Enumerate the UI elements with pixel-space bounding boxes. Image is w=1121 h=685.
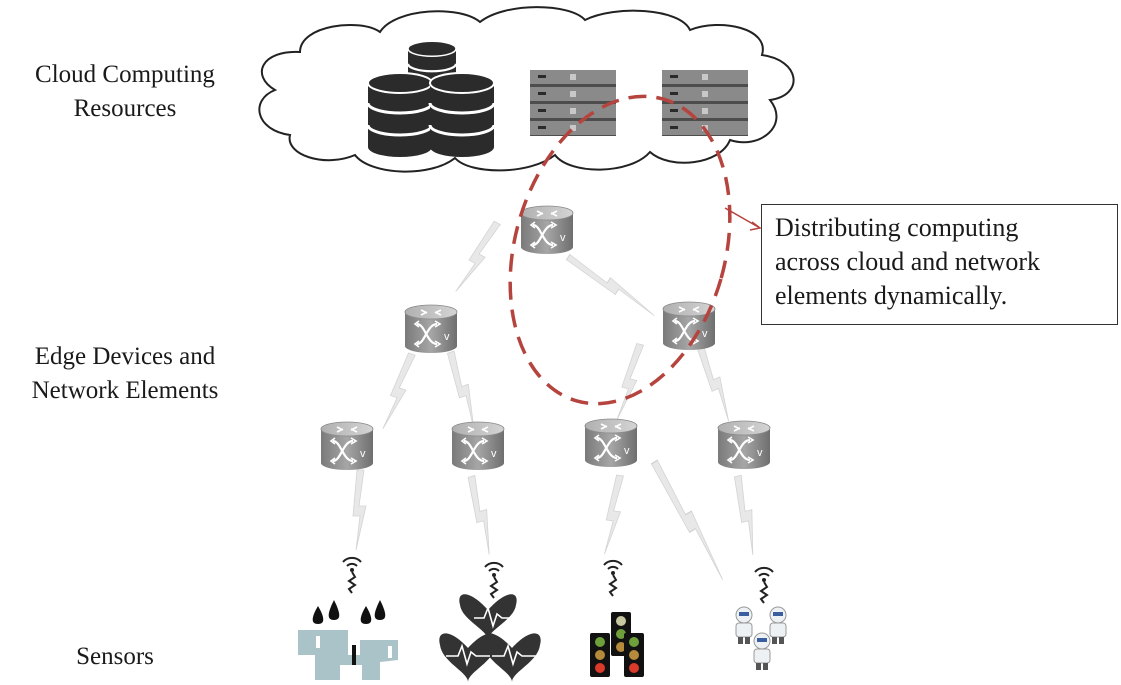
robot-sensor-icon xyxy=(735,606,787,670)
server-rack-icon xyxy=(662,70,748,136)
callout-pointer xyxy=(724,207,761,229)
cloud-label-line-1: Cloud Computing xyxy=(35,61,215,88)
cloud-label-line-2: Resources xyxy=(73,95,177,122)
router-icon xyxy=(716,419,772,471)
router-icon xyxy=(450,420,506,472)
callout-box: Distributing computing across cloud and … xyxy=(761,204,1118,325)
callout-line-1: Distributing computing xyxy=(775,213,1019,242)
heart-monitor-sensor-icon xyxy=(439,594,541,682)
wireless-signal-icon xyxy=(484,561,504,599)
wireless-signal-icon xyxy=(342,556,362,594)
edge-devices-label: Edge Devices and Network Elements xyxy=(0,340,250,408)
router-icon xyxy=(519,204,575,256)
edge-label-line-2: Network Elements xyxy=(31,377,219,404)
sensors-label: Sensors xyxy=(76,643,154,670)
cloud-computing-resources-label: Cloud Computing Resources xyxy=(0,58,250,126)
wireless-link-bolt-icon xyxy=(352,218,763,582)
callout-line-2: across cloud and network xyxy=(775,247,1040,276)
router-icon xyxy=(583,417,639,469)
highlight-ellipse xyxy=(508,94,732,406)
traffic-light-sensor-icon xyxy=(590,612,644,677)
edge-label-line-1: Edge Devices and xyxy=(34,343,216,370)
wireless-signal-icon xyxy=(754,566,774,604)
router-icon xyxy=(319,420,375,472)
callout-line-3: elements dynamically. xyxy=(775,281,1008,310)
router-icon xyxy=(661,300,717,352)
wireless-signal-icon xyxy=(603,559,623,597)
router-icon xyxy=(403,303,459,355)
server-rack-icon xyxy=(530,70,616,136)
water-drop-sensor-icon xyxy=(298,600,398,680)
